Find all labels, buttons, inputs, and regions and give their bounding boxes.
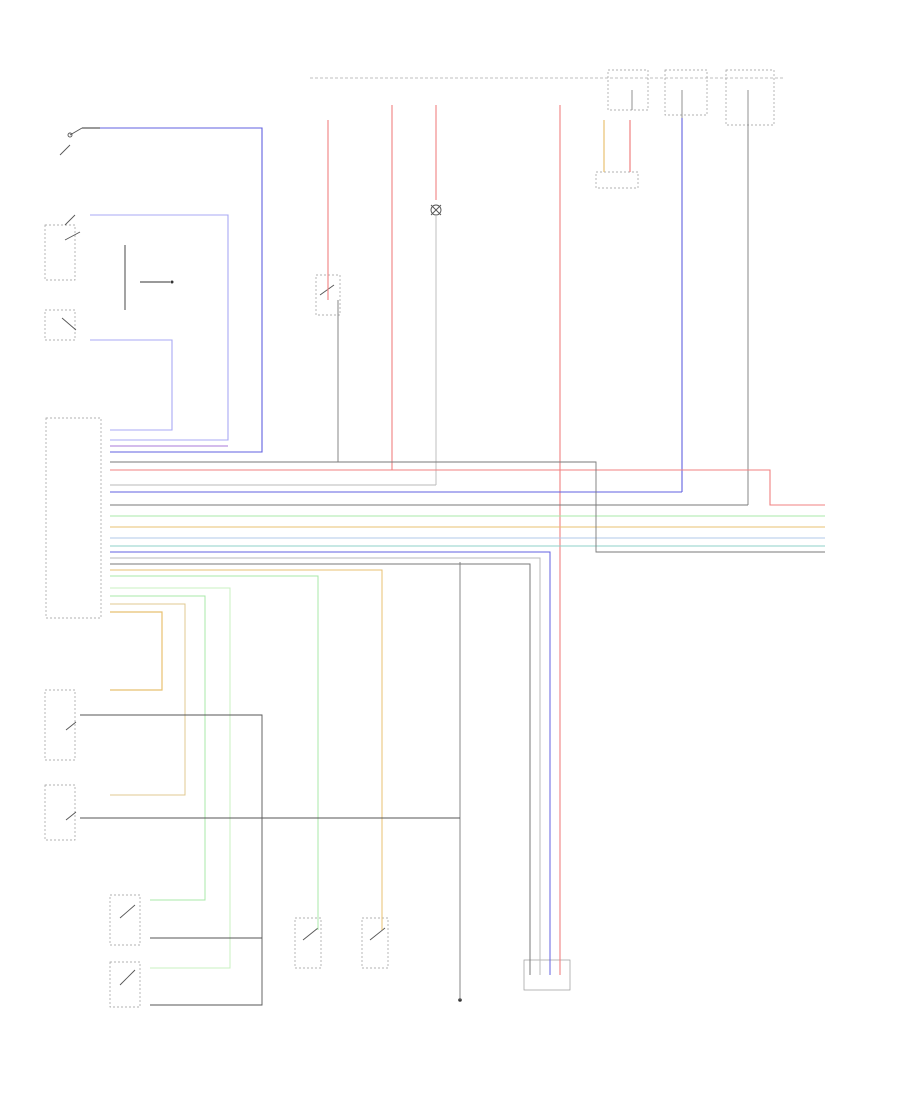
wire-gray-down-2 (110, 563, 531, 975)
right-door-lock-switch (44, 689, 77, 761)
light-bulb-component (430, 204, 442, 216)
wire-blue-loop (100, 127, 263, 453)
wire-light-blue-loop-2 (90, 339, 173, 431)
right-rear-door-switch (109, 961, 141, 1008)
wire-light-green-loop (110, 587, 231, 969)
wire-tan-loop (110, 603, 186, 796)
wire-blue-down (110, 551, 551, 975)
bottom-connector (523, 959, 571, 991)
wire-bus-gray-2 (110, 461, 825, 553)
wire-green-loop (110, 595, 206, 901)
wire-orange-loop (110, 611, 163, 691)
fuse-box-3 (725, 69, 775, 126)
control-unit-box (45, 417, 102, 619)
wire-black-loop (80, 714, 263, 1006)
door-switch-top (59, 127, 100, 156)
lock-switch-lower (44, 309, 77, 341)
wire-light-blue-loop (90, 214, 229, 441)
ground-symbol-left (140, 280, 174, 284)
left-door-lock-switch (44, 784, 77, 841)
fuse-box-1 (607, 69, 649, 111)
wire-green-down (110, 575, 319, 930)
wire-bus-red (110, 469, 825, 506)
left-rear-door-switch (109, 894, 141, 946)
buzzer-component (595, 171, 639, 189)
left-front-door-switch (294, 917, 322, 969)
wire-gray-down-1 (110, 557, 541, 975)
right-front-door-switch (361, 917, 389, 969)
wire-orange-down (110, 569, 383, 930)
lock-switch-upper (44, 214, 126, 310)
fuse-box-2 (664, 69, 708, 116)
